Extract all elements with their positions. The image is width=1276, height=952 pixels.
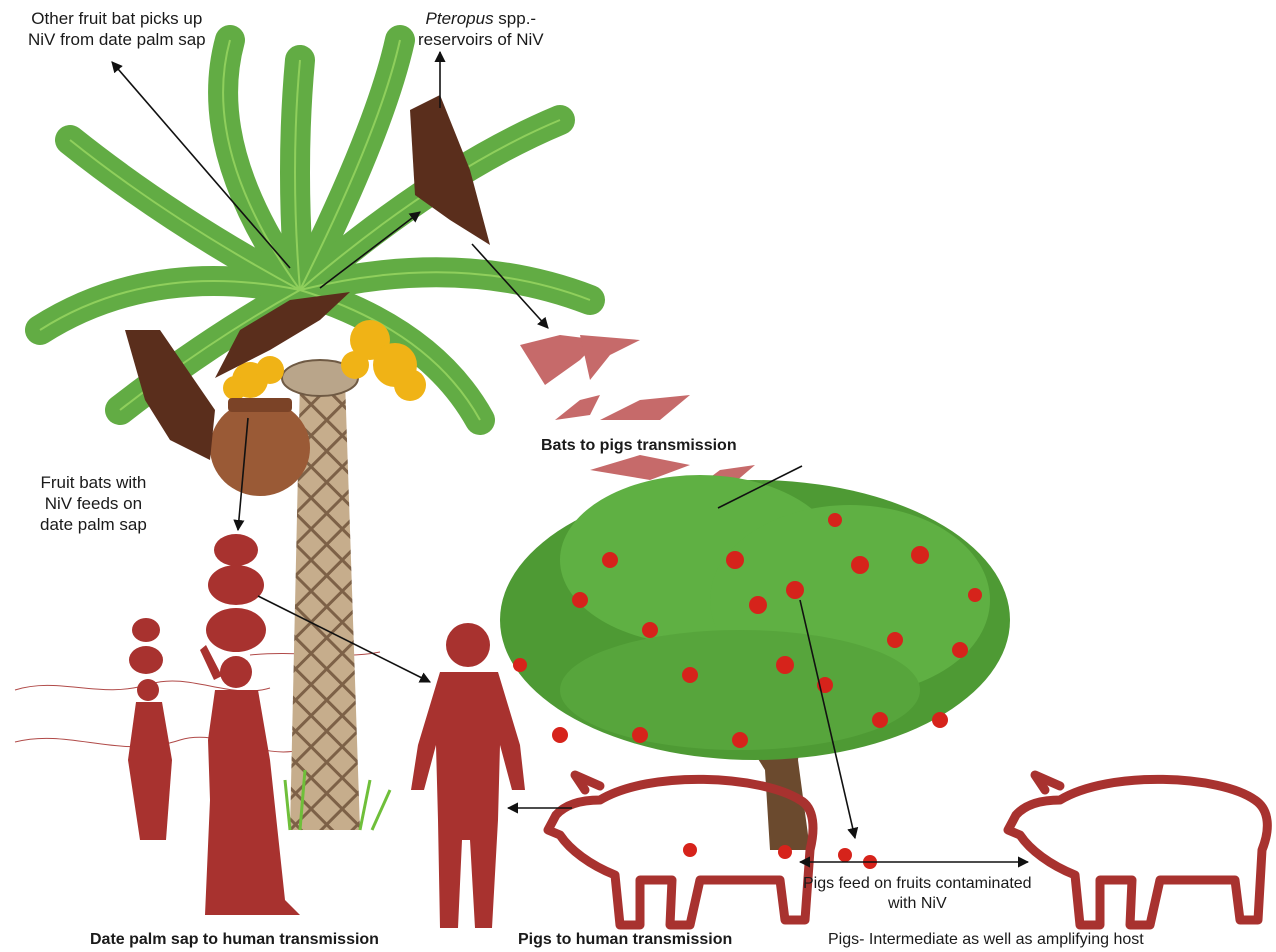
label-other-bat-line1: Other fruit bat picks up — [28, 8, 206, 29]
label-bats-feed-line3: date palm sap — [40, 514, 147, 535]
label-other-bat-line2: NiV from date palm sap — [28, 29, 206, 50]
clay-pot-icon — [210, 398, 310, 496]
label-pigs-feed-line2: with NiV — [803, 894, 1032, 914]
label-reservoir-genus: Pteropus — [426, 9, 494, 28]
label-bats-to-pigs: Bats to pigs transmission — [541, 435, 737, 456]
apple-tree-icon — [500, 475, 1010, 869]
label-date-palm-to-human: Date palm sap to human transmission — [90, 929, 379, 950]
label-pigs-host: Pigs- Intermediate as well as amplifying… — [828, 929, 1144, 950]
label-reservoir-rest: spp.- — [494, 9, 537, 28]
label-bats-feed: Fruit bats with NiV feeds on date palm s… — [40, 472, 147, 535]
child-carrying-pot-icon — [128, 618, 172, 840]
pig-outline-icon — [1008, 775, 1267, 925]
label-pigs-feed-line1: Pigs feed on fruits contaminated — [803, 874, 1032, 894]
woman-carrying-pots-icon — [200, 534, 300, 915]
label-bats-feed-line1: Fruit bats with — [40, 472, 147, 493]
label-pigs-to-human: Pigs to human transmission — [518, 929, 732, 950]
label-pigs-feed: Pigs feed on fruits contaminated with Ni… — [803, 874, 1032, 914]
label-reservoir: Pteropus spp.- reservoirs of NiV — [418, 8, 544, 50]
label-reservoir-line2: reservoirs of NiV — [418, 29, 544, 50]
man-silhouette-icon — [411, 623, 525, 928]
label-reservoir-line1: Pteropus spp.- — [418, 8, 544, 29]
label-other-bat: Other fruit bat picks up NiV from date p… — [28, 8, 206, 50]
label-bats-feed-line2: NiV feeds on — [40, 493, 147, 514]
